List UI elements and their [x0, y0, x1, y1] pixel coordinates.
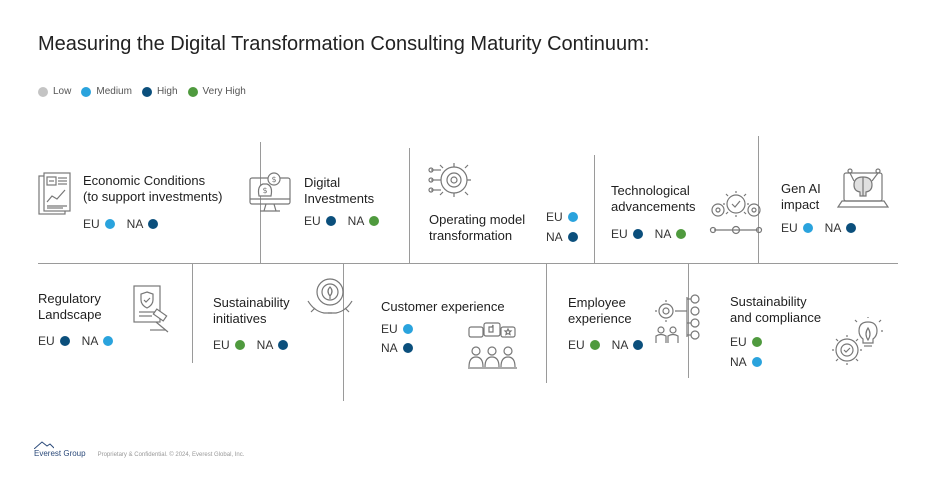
legend-dot-high	[141, 86, 152, 97]
na-dot	[402, 343, 413, 353]
na-dot	[148, 219, 159, 229]
divider-bottom-1	[192, 263, 193, 363]
eu-dot	[567, 212, 578, 222]
gear-network-icon	[428, 163, 471, 197]
eu-dot	[104, 219, 115, 229]
eu-dot	[234, 340, 245, 350]
page-title: Measuring the Digital Transformation Con…	[38, 33, 650, 55]
legend-item-medium: Medium	[81, 86, 132, 97]
ai-brain-laptop-icon	[836, 168, 890, 208]
eco-bulb-gear-icon	[832, 317, 883, 365]
rating-operating-model-na: NA	[546, 230, 590, 244]
mountain-logo-icon	[34, 441, 54, 449]
rating-regulatory-landscape: EU NA	[38, 334, 125, 348]
rating-sustainability-compliance-na: NA	[730, 355, 774, 369]
na-dot	[567, 232, 578, 242]
legend-item-low: Low	[38, 86, 71, 97]
rating-customer-experience-eu: EU	[381, 322, 425, 336]
continuum-axis	[38, 263, 898, 264]
na-dot	[846, 223, 857, 233]
divider-bottom-3	[546, 263, 547, 383]
na-dot	[751, 357, 762, 367]
na-dot	[369, 216, 380, 226]
eco-globe-hands-icon	[307, 278, 353, 314]
divider-top-1	[260, 142, 261, 263]
divider-top-3	[594, 155, 595, 263]
eu-dot	[802, 223, 813, 233]
na-dot	[633, 340, 644, 350]
legend: Low Medium High Very High	[38, 86, 256, 97]
rating-economic-conditions: EU NA	[83, 217, 170, 231]
eu-dot	[325, 216, 336, 226]
rating-digital-investments: EU NA	[304, 214, 391, 228]
customer-feedback-icon	[468, 322, 517, 369]
everest-group-logo: Everest Group	[34, 441, 86, 458]
divider-top-4	[758, 136, 759, 263]
eu-dot	[589, 340, 600, 350]
svg-text:$: $	[263, 186, 268, 195]
legend-item-very-high: Very High	[187, 86, 246, 97]
divider-top-2	[409, 148, 410, 263]
legend-dot-medium	[81, 86, 92, 97]
eu-dot	[632, 229, 643, 239]
svg-text:$: $	[272, 175, 277, 184]
rating-sustainability-initiatives: EU NA	[213, 338, 300, 352]
rating-sustainability-compliance-eu: EU	[730, 335, 774, 349]
eu-dot	[59, 336, 70, 346]
rating-technological-advancements: EU NA	[611, 227, 698, 241]
gears-circuit-icon	[709, 191, 763, 235]
footer: Everest Group Proprietary & Confidential…	[34, 441, 244, 458]
rating-customer-experience-na: NA	[381, 341, 425, 355]
money-monitor-icon: $ $	[249, 172, 291, 212]
confidential-notice: Proprietary & Confidential. © 2024, Ever…	[97, 452, 245, 458]
legend-dot-very-high	[187, 86, 198, 97]
na-dot	[676, 229, 687, 239]
gavel-document-icon	[133, 285, 169, 333]
na-dot	[103, 336, 114, 346]
rating-operating-model-eu: EU	[546, 210, 590, 224]
employee-checklist-icon	[655, 294, 700, 343]
divider-bottom-4	[688, 263, 689, 378]
na-dot	[278, 340, 289, 350]
eu-dot	[751, 337, 762, 347]
label-customer-experience: Customer experience	[381, 299, 505, 314]
label-economic-conditions: Economic Conditions(to support investmen…	[83, 173, 223, 204]
divider-bottom-2	[343, 263, 344, 401]
rating-employee-experience: EU NA	[568, 338, 655, 352]
legend-item-high: High	[141, 86, 178, 97]
legend-dot-low	[38, 86, 48, 97]
economic-report-icon	[38, 172, 71, 215]
rating-gen-ai-impact: EU NA	[781, 221, 868, 235]
eu-dot	[402, 324, 413, 334]
